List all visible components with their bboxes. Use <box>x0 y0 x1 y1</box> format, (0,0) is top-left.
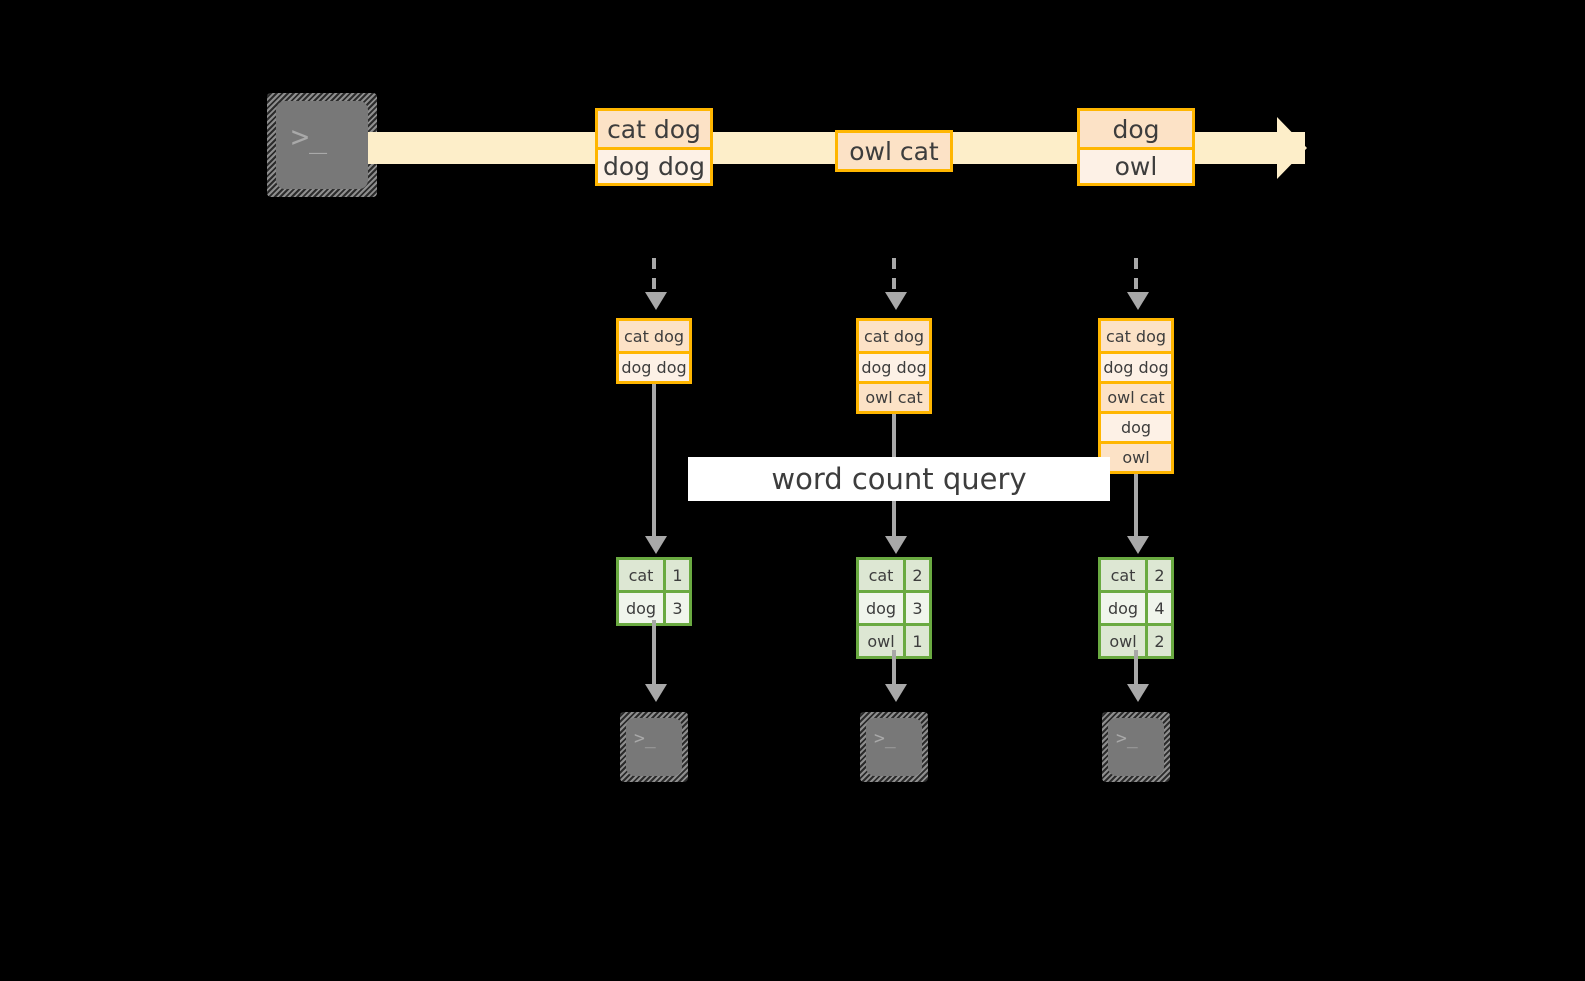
accumulated-message: dog dog <box>859 351 929 381</box>
terminal-face <box>626 718 682 776</box>
snapshot-2-to-result-arrowhead <box>885 536 907 554</box>
result-word: owl <box>1101 626 1145 656</box>
result-1-to-consumer-line <box>652 620 656 688</box>
accumulated-message: owl <box>1101 441 1171 471</box>
result-count: 2 <box>903 560 929 590</box>
accumulated-message: dog dog <box>1101 351 1171 381</box>
stream-batch-2: owl cat <box>835 130 953 172</box>
result-row: dog 4 <box>1101 590 1171 623</box>
accumulated-message: cat dog <box>859 321 929 351</box>
result-2-to-consumer-arrowhead <box>885 684 907 702</box>
result-count: 2 <box>1145 560 1171 590</box>
result-word: cat <box>859 560 903 590</box>
snapshot-3-result-table: cat 2 dog 4 owl 2 <box>1098 557 1174 659</box>
result-count: 2 <box>1145 626 1171 656</box>
snapshot-1-to-result-line <box>652 384 656 540</box>
stream-batch-3: dog owl <box>1077 108 1195 186</box>
consumer-terminal-icon-2: >_ <box>860 712 928 782</box>
terminal-face <box>276 101 368 189</box>
result-row: cat 2 <box>859 560 929 590</box>
terminal-face <box>866 718 922 776</box>
terminal-face <box>1108 718 1164 776</box>
snapshot-3-to-result-line <box>1134 474 1138 540</box>
result-3-to-consumer-line <box>1134 650 1138 688</box>
result-row: owl 2 <box>1101 623 1171 656</box>
accumulated-message: dog <box>1101 411 1171 441</box>
result-word: dog <box>1101 593 1145 623</box>
result-1-to-consumer-arrowhead <box>645 684 667 702</box>
accumulated-message: dog dog <box>619 351 689 381</box>
stream-to-snapshot-1-line <box>652 258 656 296</box>
word-count-query-banner: word count query <box>688 457 1110 501</box>
stream-to-snapshot-3-arrowhead <box>1127 292 1149 310</box>
result-row: dog 3 <box>619 590 689 623</box>
result-word: dog <box>619 593 663 623</box>
stream-to-snapshot-3-line <box>1134 258 1138 296</box>
snapshot-1-accumulated-messages: cat dog dog dog <box>616 318 692 384</box>
stream-batch-1: cat dog dog dog <box>595 108 713 186</box>
stream-message: owl cat <box>838 133 950 169</box>
stream-to-snapshot-2-line <box>892 258 896 296</box>
result-word: dog <box>859 593 903 623</box>
stream-to-snapshot-1-arrowhead <box>645 292 667 310</box>
consumer-terminal-icon-1: >_ <box>620 712 688 782</box>
result-row: cat 1 <box>619 560 689 590</box>
stream-message: owl <box>1080 147 1192 183</box>
result-row: dog 3 <box>859 590 929 623</box>
accumulated-message: cat dog <box>619 321 689 351</box>
accumulated-message: owl cat <box>1101 381 1171 411</box>
snapshot-3-accumulated-messages: cat dog dog dog owl cat dog owl <box>1098 318 1174 474</box>
snapshot-1-to-result-arrowhead <box>645 536 667 554</box>
snapshot-2-result-table: cat 2 dog 3 owl 1 <box>856 557 932 659</box>
query-label: word count query <box>771 462 1027 496</box>
terminal-prompt-glyph: >_ <box>291 120 328 155</box>
result-word: cat <box>619 560 663 590</box>
result-count: 4 <box>1145 593 1171 623</box>
stream-arrow-head-icon <box>1245 117 1307 179</box>
result-count: 3 <box>663 593 689 623</box>
stream-message: dog <box>1080 111 1192 147</box>
result-count: 1 <box>663 560 689 590</box>
accumulated-message: cat dog <box>1101 321 1171 351</box>
snapshot-3-to-result-arrowhead <box>1127 536 1149 554</box>
result-count: 1 <box>903 626 929 656</box>
accumulated-message: owl cat <box>859 381 929 411</box>
snapshot-2-accumulated-messages: cat dog dog dog owl cat <box>856 318 932 414</box>
result-row: cat 2 <box>1101 560 1171 590</box>
producer-terminal-icon: >_ <box>267 93 377 197</box>
result-word: cat <box>1101 560 1145 590</box>
terminal-prompt-glyph: >_ <box>634 728 656 749</box>
stream-message: cat dog <box>598 111 710 147</box>
consumer-terminal-icon-3: >_ <box>1102 712 1170 782</box>
result-count: 3 <box>903 593 929 623</box>
result-2-to-consumer-line <box>892 650 896 688</box>
stream-to-snapshot-2-arrowhead <box>885 292 907 310</box>
result-3-to-consumer-arrowhead <box>1127 684 1149 702</box>
terminal-prompt-glyph: >_ <box>874 728 896 749</box>
terminal-prompt-glyph: >_ <box>1116 728 1138 749</box>
stream-message: dog dog <box>598 147 710 183</box>
snapshot-1-result-table: cat 1 dog 3 <box>616 557 692 626</box>
result-word: owl <box>859 626 903 656</box>
